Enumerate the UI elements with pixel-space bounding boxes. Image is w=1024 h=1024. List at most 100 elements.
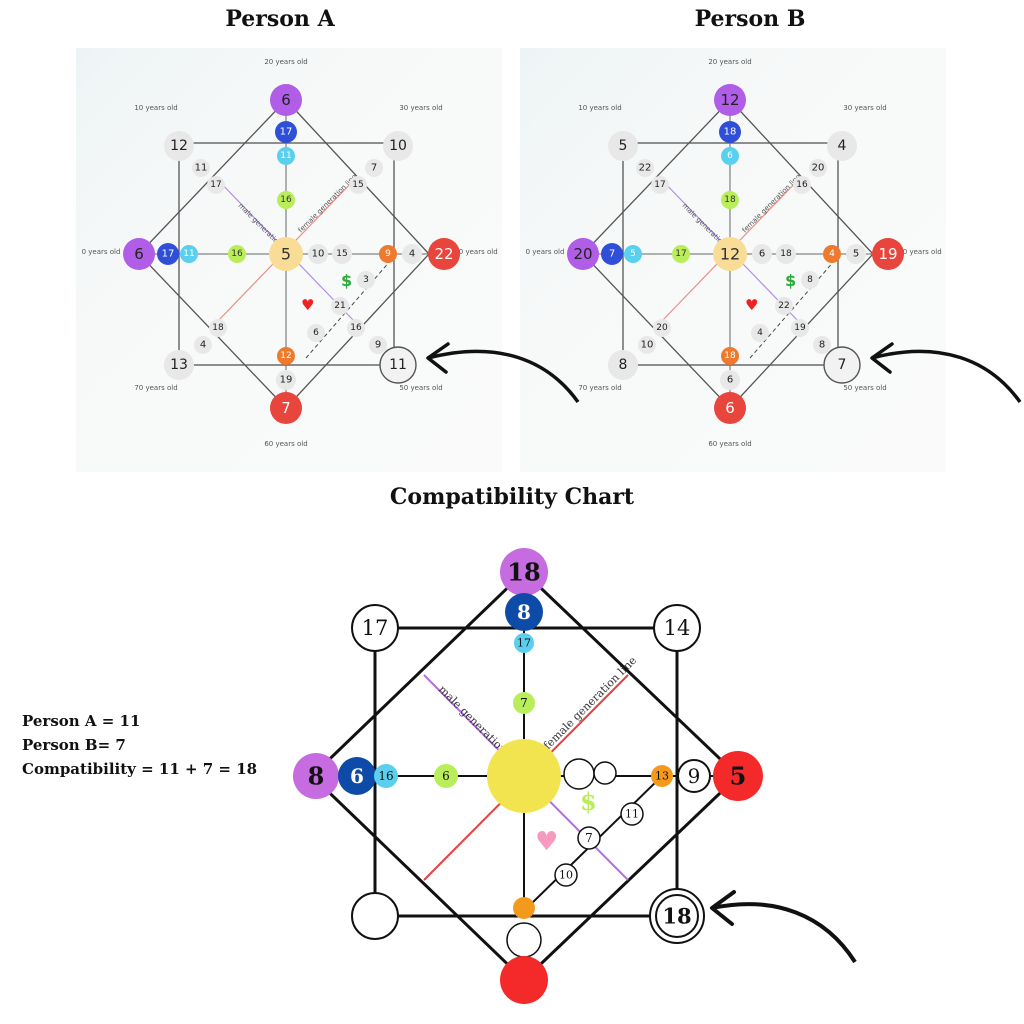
bottom-node-2: 6 (720, 370, 740, 390)
right-node-3-label: 13 (655, 770, 669, 783)
corner-br-node-2-label: 9 (375, 340, 381, 351)
corner-bl-node-2-label: 10 (641, 340, 654, 351)
top-node-4-label: 16 (280, 195, 292, 205)
top-node: 18 (500, 548, 548, 596)
right-node: 22 (428, 238, 460, 270)
person-a-note: Person A = 11 (22, 712, 141, 730)
arrow-icon (426, 342, 580, 404)
top-node-3-label: 17 (517, 637, 531, 650)
diagonal-node-1: 11 (620, 802, 644, 826)
person-a-heading: Person A (225, 6, 335, 32)
center-node: 12 (713, 237, 747, 271)
center-node-label: 5 (281, 245, 291, 264)
right-node-2-label: 4 (409, 249, 415, 260)
female-generation-line-label: female generation line (541, 654, 639, 752)
corner-br-node-3: 19 (791, 319, 809, 337)
corner-br-node-3-label: 19 (794, 323, 806, 333)
corner-tl-node-3-label: 17 (210, 180, 221, 190)
corner-br-node-3-label: 16 (350, 323, 362, 333)
corner-bl-node-2: 4 (194, 336, 212, 354)
top-node-2: 8 (505, 593, 543, 631)
heart-icon: ♥ (745, 296, 758, 314)
corner-br-node-3: 16 (347, 319, 365, 337)
corner-bl-node: 13 (164, 350, 194, 380)
left-node-4-label: 6 (442, 769, 450, 783)
top-node-4: 16 (277, 191, 295, 209)
corner-tl-node-3-label: 17 (654, 180, 665, 190)
right-node-2: 5 (846, 244, 866, 264)
person-b-chart: male generation line female generation l… (520, 48, 946, 472)
diagonal-node-2: 22 (775, 297, 793, 315)
right-node-label: 19 (878, 245, 897, 263)
left-node: 6 (123, 238, 155, 270)
corner-tr-node-label: 4 (838, 138, 847, 154)
left-node-3: 5 (624, 245, 642, 263)
right-node-3: 13 (651, 765, 673, 787)
corner-tr-node-2-label: 20 (812, 163, 825, 174)
left-node: 20 (567, 238, 599, 270)
center-right-node-2 (593, 761, 617, 785)
money-icon: $ (580, 787, 597, 816)
diagonal-node-1-label: 3 (363, 275, 369, 285)
money-icon: $ (785, 271, 796, 290)
age-40-label: 40 years old (898, 248, 941, 256)
diagonal-node-3: 10 (554, 863, 578, 887)
top-node-2: 17 (275, 121, 297, 143)
corner-bl-node (351, 892, 399, 940)
person-a-chart: male generation line female generation l… (76, 48, 502, 472)
top-node-2-label: 18 (724, 127, 737, 138)
compatibility-chart: male generation line female generation l… (293, 548, 763, 1004)
corner-tr-node: 10 (383, 131, 413, 161)
bottom-node (500, 956, 548, 1004)
center-right-node-2-label: 18 (780, 249, 792, 259)
left-node-label: 20 (573, 245, 592, 263)
corner-bl-node-3-label: 18 (212, 323, 224, 333)
right-node-label: 5 (730, 762, 747, 791)
top-node-3-label: 6 (727, 151, 733, 161)
left-node-4: 16 (228, 245, 246, 263)
diagonal-node-2: 7 (577, 826, 601, 850)
bottom-node-2-label: 6 (727, 375, 733, 386)
left-node-4: 6 (434, 764, 458, 788)
bottom-node: 7 (270, 392, 302, 424)
corner-tl-node-2-label: 11 (195, 163, 208, 174)
age-40-label: 40 years old (454, 248, 497, 256)
top-node-label: 6 (281, 91, 291, 109)
left-node-3-label: 11 (183, 249, 194, 259)
left-node-2: 17 (157, 243, 179, 265)
left-node-3: 16 (374, 764, 398, 788)
age-70-label: 70 years old (134, 384, 177, 392)
corner-tl-node-2: 22 (636, 159, 654, 177)
top-node-2-label: 8 (517, 600, 531, 624)
corner-tl-node-2-label: 22 (639, 163, 652, 174)
right-node-3-label: 9 (385, 249, 391, 259)
age-60-label: 60 years old (708, 440, 751, 448)
bottom-node: 6 (714, 392, 746, 424)
center-right-node-1-label: 6 (759, 249, 765, 260)
left-node-2-label: 6 (350, 764, 364, 788)
center-right-node-1: 10 (308, 244, 328, 264)
diagonal-node-1-label: 8 (807, 275, 813, 285)
corner-bl-node-3: 18 (209, 319, 227, 337)
bottom-node-3 (513, 897, 535, 919)
right-node: 19 (872, 238, 904, 270)
age-60-label: 60 years old (264, 440, 307, 448)
age-50-label: 50 years old (843, 384, 886, 392)
top-node-4: 18 (721, 191, 739, 209)
arrow-icon (710, 890, 857, 964)
compatibility-heading: Compatibility Chart (389, 484, 635, 510)
top-node-2: 18 (719, 121, 741, 143)
age-30-label: 30 years old (843, 104, 886, 112)
center-right-node-2: 15 (332, 244, 352, 264)
right-node-2-label: 5 (853, 249, 859, 260)
diagonal-node-2-label: 7 (585, 831, 593, 845)
corner-bl-node-3-label: 20 (656, 323, 668, 333)
corner-br-node-2: 8 (813, 336, 831, 354)
corner-tr-node-3: 16 (793, 176, 811, 194)
age-70-label: 70 years old (578, 384, 621, 392)
left-node-3: 11 (180, 245, 198, 263)
top-node-4-label: 18 (724, 195, 736, 205)
bottom-node-2: 19 (276, 370, 296, 390)
center-node-label: 12 (720, 245, 740, 264)
bottom-node-3: 12 (277, 347, 295, 365)
